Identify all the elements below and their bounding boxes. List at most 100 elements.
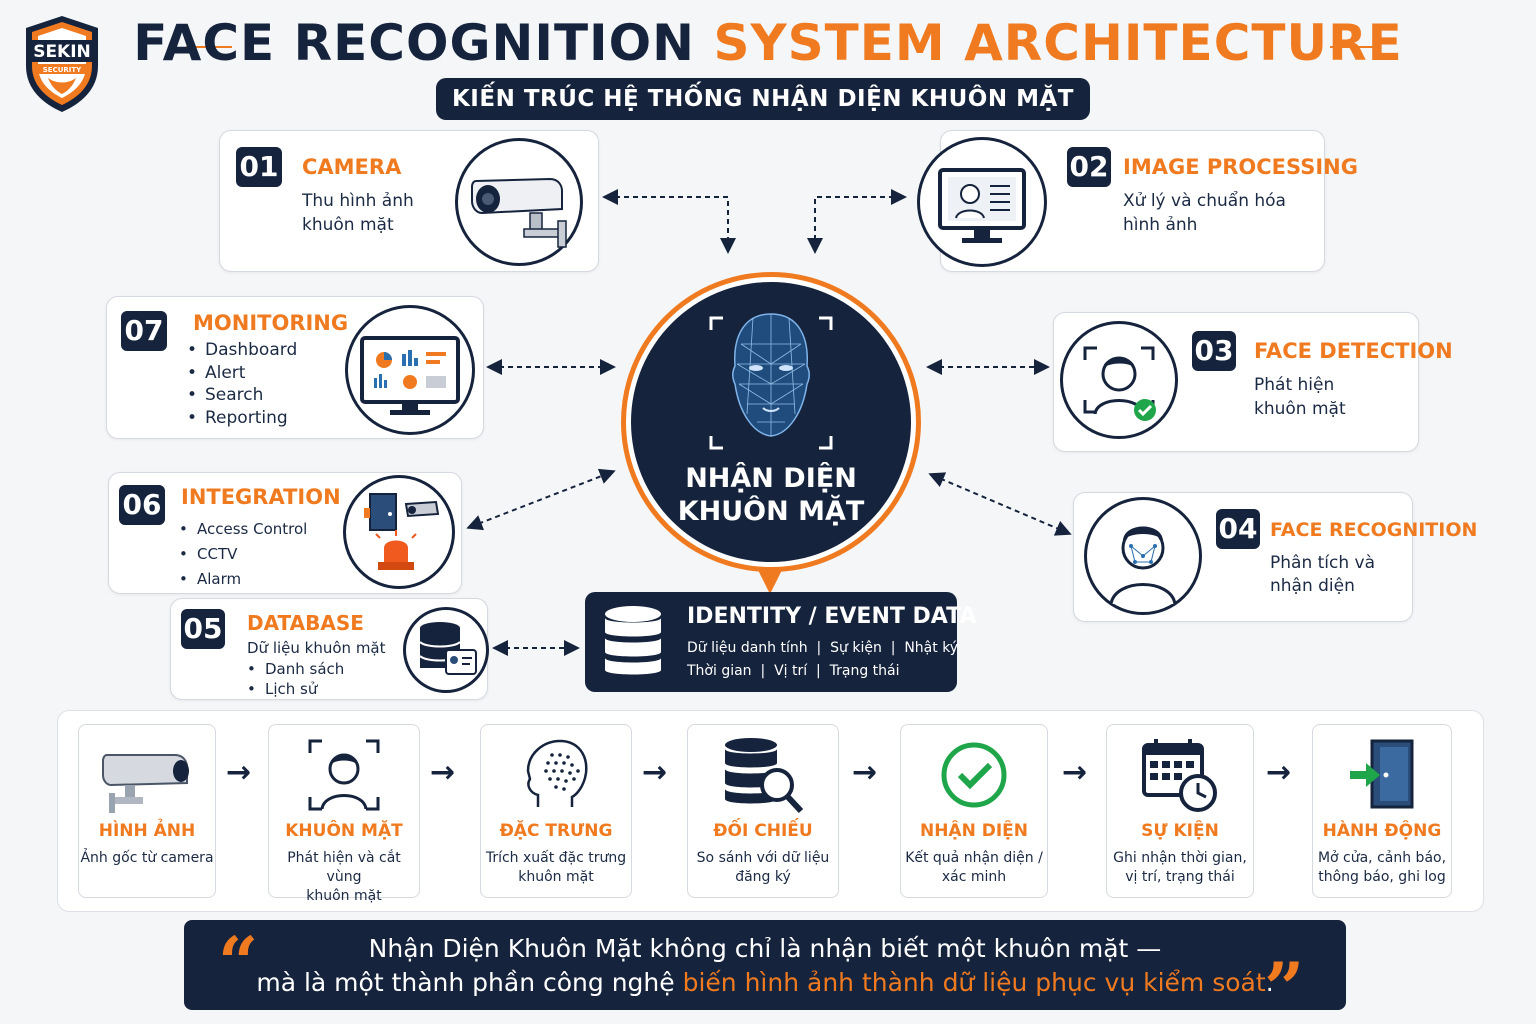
title-part1: FACE RECOGNITION xyxy=(133,14,696,72)
quote-highlight: biến hình ảnh thành dữ liệu phục vụ kiểm… xyxy=(682,968,1266,997)
arrow-processing-center xyxy=(807,189,907,254)
database-id-icon xyxy=(403,607,489,693)
check-circle-icon xyxy=(941,742,1007,808)
module-number: 06 xyxy=(119,485,165,525)
calendar-clock-icon xyxy=(1142,739,1217,812)
pipeline-step-event: SỰ KIỆN Ghi nhận thời gian, vị trí, trạn… xyxy=(1106,724,1254,898)
step-title: SỰ KIỆN xyxy=(1141,821,1219,841)
module-number: 01 xyxy=(236,147,282,187)
step-desc-line: So sánh với dữ liệu xyxy=(696,850,830,866)
module-number: 05 xyxy=(181,609,225,649)
module-integration: 06 INTEGRATION Access Control CCTV Alarm xyxy=(108,472,462,594)
step-desc-line: thông báo, ghi log xyxy=(1318,869,1446,885)
close-quote-icon: ” xyxy=(1264,947,1305,1024)
quote-banner: “ Nhận Diện Khuôn Mặt không chỉ là nhận … xyxy=(184,920,1346,1024)
list-item: Access Control xyxy=(177,517,307,542)
open-quote-icon: “ xyxy=(218,921,259,1004)
list-item: Lịch sử xyxy=(245,679,344,699)
identity-line2: Thời gian | Vị trí | Trạng thái xyxy=(687,663,900,679)
quote-end: . xyxy=(1265,968,1274,997)
arrow-integration-center xyxy=(466,468,616,531)
step-desc-line: khuôn mặt xyxy=(518,869,594,885)
module-monitoring: 07 MONITORING Dashboard Alert Search Rep… xyxy=(106,296,484,439)
module-desc: khuôn mặt xyxy=(1254,399,1346,419)
step-desc-line: Mở cửa, cảnh báo, xyxy=(1317,850,1447,866)
module-face-recognition: 04 FACE RECOGNITION Phân tích và nhận di… xyxy=(1073,492,1477,622)
module-number: 07 xyxy=(121,311,167,351)
list-item: Danh sách xyxy=(245,659,344,679)
step-desc-line: Trích xuất đặc trưng xyxy=(485,850,627,866)
pipeline-step-features: ĐẶC TRƯNG Trích xuất đặc trưng khuôn mặt xyxy=(480,724,632,898)
identity-line1: Dữ liệu danh tính | Sự kiện | Nhật ký xyxy=(687,640,959,656)
list-item: CCTV xyxy=(177,542,307,567)
step-desc: Phát hiện và cắt vùng khuôn mặt xyxy=(269,849,419,906)
step-desc-line: Ảnh gốc từ camera xyxy=(80,850,214,866)
identity-title: IDENTITY / EVENT DATA xyxy=(687,604,977,629)
door-enter-icon xyxy=(1350,739,1414,809)
page-title: FACE RECOGNITION SYSTEM ARCHITECTURE xyxy=(0,14,1536,72)
module-number: 04 xyxy=(1216,509,1260,549)
module-desc: Dữ liệu khuôn mặt xyxy=(247,639,386,657)
step-desc: Mở cửa, cảnh báo, thông báo, ghi log xyxy=(1313,849,1451,887)
module-face-detection: 03 FACE DETECTION Phát hiện khuôn mặt xyxy=(1053,312,1453,452)
dashboard-monitor-icon xyxy=(345,305,475,435)
sekin-logo: SEKIN SECURITY xyxy=(22,14,102,114)
step-desc-line: Phát hiện và cắt vùng xyxy=(287,850,401,885)
security-camera-icon xyxy=(455,138,583,266)
module-title: FACE DETECTION xyxy=(1254,339,1453,363)
module-desc: hình ảnh xyxy=(1123,215,1198,235)
step-title: NHẬN DIỆN xyxy=(919,821,1029,841)
quote-line1: Nhận Diện Khuôn Mặt không chỉ là nhận bi… xyxy=(368,934,1162,963)
flow-arrow: → xyxy=(226,755,252,790)
module-title: DATABASE xyxy=(247,611,364,635)
step-desc: Kết quả nhận diện / xác minh xyxy=(901,849,1047,887)
logo-text: SEKIN xyxy=(33,42,91,62)
module-items: Dashboard Alert Search Reporting xyxy=(185,339,297,429)
step-title: HÌNH ẢNH xyxy=(98,821,196,841)
step-desc: So sánh với dữ liệu đăng ký xyxy=(688,849,838,887)
step-desc: Ghi nhận thời gian, vị trí, trạng thái xyxy=(1107,849,1253,887)
step-desc-line: xác minh xyxy=(941,869,1007,885)
core-label-line1: NHẬN DIỆN xyxy=(685,463,857,494)
database-search-icon xyxy=(725,738,804,814)
module-items: Access Control CCTV Alarm xyxy=(177,517,307,592)
list-item: Reporting xyxy=(185,407,297,430)
module-desc: nhận diện xyxy=(1270,576,1355,596)
module-desc: khuôn mặt xyxy=(302,215,394,235)
list-item: Search xyxy=(185,384,297,407)
module-image-processing: 02 IMAGE PROCESSING Xử lý và chuẩn hóa h… xyxy=(917,130,1358,272)
core-face-recognition: NHẬN DIỆN KHUÔN MẶT xyxy=(621,272,921,572)
module-title: CAMERA xyxy=(302,155,402,179)
step-desc: Ảnh gốc từ camera xyxy=(79,849,215,868)
list-item: Alarm xyxy=(177,567,307,592)
pipeline-step-action: HÀNH ĐỘNG Mở cửa, cảnh báo, thông báo, g… xyxy=(1312,724,1452,898)
face-scan-icon xyxy=(709,313,833,450)
title-rule-right xyxy=(1330,46,1376,48)
pipeline-step-recognize: NHẬN DIỆN Kết quả nhận diện / xác minh xyxy=(900,724,1048,898)
flow-arrow: → xyxy=(642,755,668,790)
title-rule-left xyxy=(186,46,232,48)
arrow-camera-center xyxy=(602,189,736,254)
monitor-face-icon xyxy=(917,137,1047,267)
arrow-recognition-center xyxy=(928,472,1072,536)
camera-icon xyxy=(102,754,189,813)
flow-arrow: → xyxy=(1062,755,1088,790)
module-title: INTEGRATION xyxy=(181,485,341,509)
step-title: ĐẶC TRƯNG xyxy=(499,821,613,841)
page-subtitle: KIẾN TRÚC HỆ THỐNG NHẬN DIỆN KHUÔN MẶT xyxy=(436,78,1090,120)
step-desc-line: vị trí, trạng thái xyxy=(1125,869,1235,885)
head-dots-icon xyxy=(526,739,588,807)
step-desc-line: khuôn mặt xyxy=(306,888,382,904)
module-desc: Phát hiện xyxy=(1254,375,1335,395)
module-desc: Xử lý và chuẩn hóa xyxy=(1123,191,1286,211)
step-desc-line: Ghi nhận thời gian, xyxy=(1113,850,1247,866)
flow-arrow: → xyxy=(852,755,878,790)
module-database: 05 DATABASE Dữ liệu khuôn mặt Danh sách … xyxy=(170,598,489,700)
flow-arrow: → xyxy=(1266,755,1292,790)
step-title: KHUÔN MẶT xyxy=(285,821,403,841)
step-title: ĐỐI CHIẾU xyxy=(713,821,813,841)
module-title: MONITORING xyxy=(193,311,349,335)
identity-event-data: IDENTITY / EVENT DATA Dữ liệu danh tính … xyxy=(585,592,976,692)
face-mesh-icon xyxy=(1084,497,1202,615)
